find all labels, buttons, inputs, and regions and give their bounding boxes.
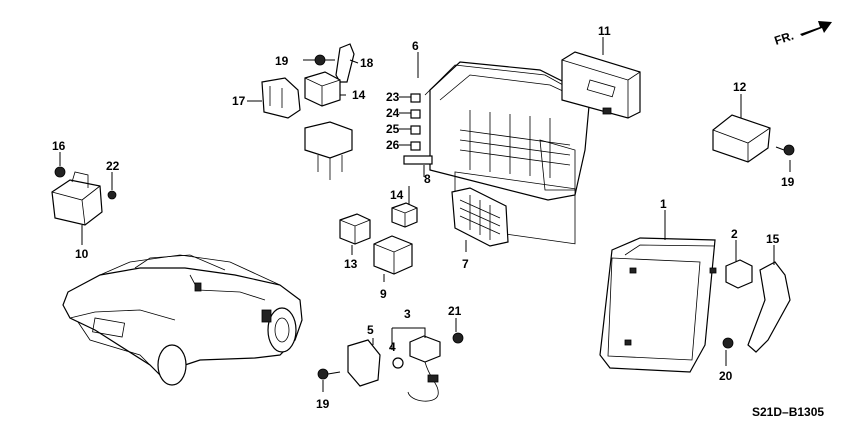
callouts: 6 11 12 19 19 18 17 14 23 24 25 26 8 16 … — [52, 24, 795, 411]
callout-19-right: 19 — [781, 175, 795, 189]
callout-17: 17 — [232, 94, 246, 108]
bolt-22 — [107, 190, 117, 200]
callout-14: 14 — [390, 188, 404, 202]
part-14-relay — [391, 202, 418, 228]
part-11-control-unit — [561, 51, 641, 119]
bolt-20 — [722, 337, 734, 349]
callout-1: 1 — [660, 197, 667, 211]
callout-9: 9 — [380, 287, 387, 301]
callout-15: 15 — [766, 232, 780, 246]
leader-lines — [59, 37, 791, 392]
fuses-23-26 — [403, 93, 433, 165]
part-12-relay — [712, 114, 771, 163]
part-13-relay — [339, 213, 371, 245]
bolt-19-right — [775, 144, 795, 156]
part-10-relay — [51, 171, 103, 226]
callout-21: 21 — [448, 304, 462, 318]
bolt-19-top — [314, 54, 335, 66]
callout-19-bottom: 19 — [316, 397, 330, 411]
front-direction-indicator: FR. — [773, 21, 832, 48]
callout-20: 20 — [719, 369, 733, 383]
bolt-16 — [54, 166, 66, 178]
callout-14-top: 14 — [352, 88, 366, 102]
callout-23: 23 — [386, 90, 400, 104]
callout-2: 2 — [731, 227, 738, 241]
callout-16: 16 — [52, 139, 66, 153]
callout-6: 6 — [412, 39, 419, 53]
bolt-21 — [452, 332, 464, 344]
callout-12: 12 — [733, 80, 747, 94]
part-18-clip — [335, 43, 355, 83]
callout-5: 5 — [367, 323, 374, 337]
fr-label: FR. — [773, 29, 796, 48]
callout-19-top: 19 — [275, 54, 289, 68]
diagram-code: S21D–B1305 — [752, 405, 824, 419]
part-4-nut — [392, 357, 404, 369]
callout-13: 13 — [344, 257, 358, 271]
part-15-bracket — [747, 261, 791, 353]
front-arrow-icon — [800, 21, 832, 36]
callout-7: 7 — [462, 257, 469, 271]
part-17-bracket — [261, 77, 301, 119]
callout-24: 24 — [386, 106, 400, 120]
callout-3: 3 — [404, 307, 411, 321]
callout-11: 11 — [598, 24, 611, 38]
callout-4: 4 — [389, 340, 396, 354]
callout-10: 10 — [75, 247, 89, 261]
callout-25: 25 — [386, 122, 400, 136]
part-1-ecu — [599, 237, 717, 373]
part-6-fuse-box — [424, 61, 591, 245]
part-9-relay — [373, 235, 413, 275]
callout-18: 18 — [360, 56, 374, 70]
wire-connector — [304, 121, 353, 180]
part-3-sensor — [407, 335, 441, 402]
part-5-bracket — [347, 339, 381, 387]
car-outline — [62, 254, 303, 386]
callout-8: 8 — [424, 172, 431, 186]
callout-22: 22 — [106, 159, 120, 173]
part-2-connector — [725, 259, 753, 289]
part-14-relay-top — [304, 71, 341, 107]
part-7-cover — [451, 187, 509, 247]
callout-26: 26 — [386, 138, 400, 152]
bolt-19-bottom — [317, 368, 341, 380]
